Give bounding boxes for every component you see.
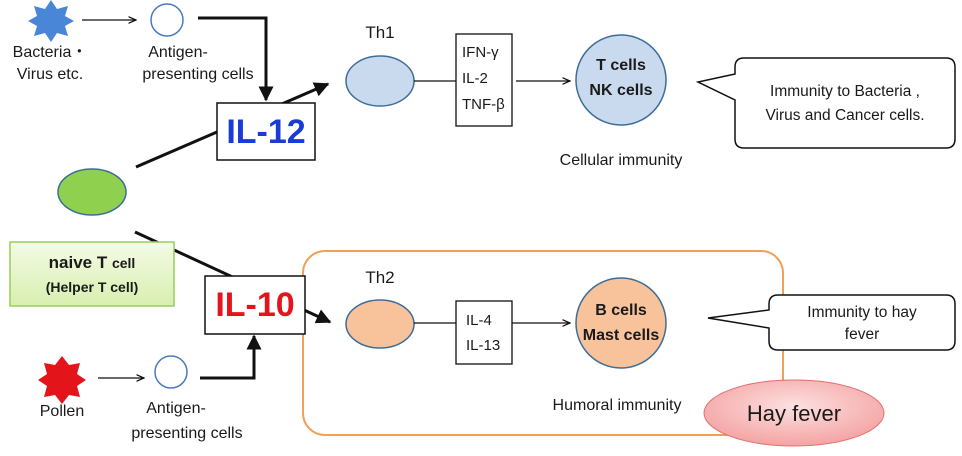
th1-cell	[345, 55, 415, 107]
mast-cells-label: Mast cells	[583, 327, 660, 344]
pollen-star-icon	[38, 356, 86, 404]
humoral-immunity-label: Humoral immunity	[553, 397, 682, 414]
th1-callout-line1: Immunity to Bacteria ,	[770, 83, 920, 100]
th2-products-box	[455, 300, 513, 365]
th1-product-tnf-beta: TNF-β	[462, 96, 505, 113]
il10-label: IL-10	[215, 286, 294, 324]
apc-bottom-label-line2: presenting cells	[131, 425, 242, 442]
th2-callout-line1: Immunity to hay	[807, 304, 917, 321]
b-mast-cells-circle	[575, 277, 667, 369]
th1-product-ifn-gamma: IFN-γ	[462, 44, 499, 61]
naive-t-cell-label-box	[9, 241, 175, 307]
naive-t-cell-label-small: cell	[112, 255, 135, 271]
apc-top-label-line2: presenting cells	[142, 66, 253, 83]
t-cells-label: T cells	[596, 57, 646, 74]
th2-callout-bubble	[707, 294, 956, 351]
il12-box	[216, 102, 316, 161]
il12-label: IL-12	[226, 113, 305, 151]
t-nk-cells-circle	[575, 34, 667, 126]
th1-product-il2: IL-2	[462, 70, 488, 87]
th2-callout-line2: fever	[845, 326, 879, 343]
cellular-immunity-label: Cellular immunity	[560, 152, 683, 169]
th2-label: Th2	[365, 268, 394, 287]
il10-box	[204, 275, 306, 335]
th2-product-il13: IL-13	[466, 337, 500, 354]
th2-product-il4: IL-4	[466, 312, 492, 329]
pollen-label: Pollen	[40, 403, 84, 420]
hay-fever-label: Hay fever	[747, 401, 841, 426]
apc-top-label-line1: Antigen-	[148, 44, 208, 61]
th2-cell	[345, 299, 415, 349]
bacteria-label-line1: Bacteria・	[13, 44, 88, 61]
apc-bottom-label-line1: Antigen-	[146, 400, 206, 417]
th1-products-box	[455, 33, 513, 127]
naive-t-cell-label-line2: (Helper T cell)	[46, 279, 139, 295]
th1-callout-line2: Virus and Cancer cells.	[765, 107, 924, 124]
b-cells-label: B cells	[595, 302, 647, 319]
bacteria-star-icon	[28, 0, 74, 42]
hay-fever-badge	[703, 379, 885, 447]
apc-top-to-il12-arrow	[198, 16, 274, 102]
apc-bottom-to-il10-arrow	[200, 334, 262, 380]
th1-label: Th1	[365, 23, 394, 42]
naive-t-cell-label-line1: naive T cell	[49, 253, 136, 272]
naive-t-cell	[57, 168, 127, 216]
th1-callout-bubble	[695, 57, 956, 149]
bacteria-label-line2: Virus etc.	[17, 66, 83, 83]
naive-t-cell-label-main: naive T	[49, 253, 112, 272]
nk-cells-label: NK cells	[589, 82, 652, 99]
apc-bottom-cell	[154, 355, 188, 389]
apc-top-cell	[150, 3, 184, 37]
